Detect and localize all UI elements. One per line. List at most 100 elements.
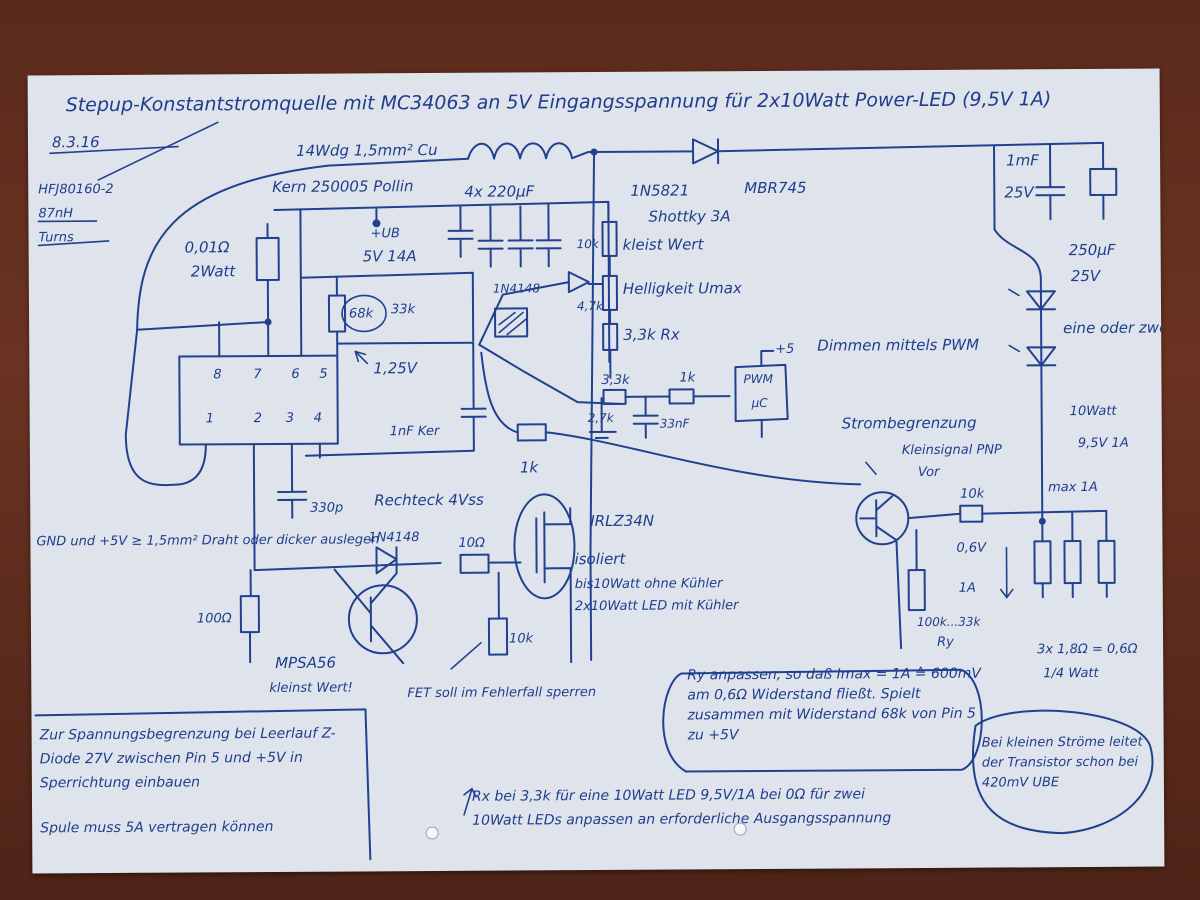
trimmer-box xyxy=(494,307,529,338)
note-box-zener xyxy=(34,708,372,861)
wire-to-pnp xyxy=(544,431,862,486)
label-mosfet: IRLZ34N xyxy=(590,512,654,530)
label-vref: 1,25V xyxy=(373,359,419,377)
resistor-10k-pnp xyxy=(959,504,984,523)
note-rx: Rx bei 3,3k für eine 10Watt LED 9,5V/1A … xyxy=(471,786,892,829)
input-cap-2 xyxy=(477,205,504,268)
label-no-heatsink: bis10Watt ohne Kühler xyxy=(575,576,725,592)
sense-wires-top xyxy=(1041,509,1108,543)
label-turns: Turns xyxy=(39,230,75,245)
label-core-source: Kern 250005 Pollin xyxy=(272,177,413,196)
label-al-value: 87nH xyxy=(38,206,73,221)
wire-pin8-pin7 xyxy=(136,321,270,358)
diode-1n5821 xyxy=(691,138,720,165)
input-cap-3 xyxy=(507,205,534,268)
label-out-cap2: 250µF xyxy=(1069,241,1116,259)
note-box-ry xyxy=(662,668,983,773)
cap-33nf xyxy=(632,395,659,439)
label-a1: 1A xyxy=(959,581,976,596)
node-ub xyxy=(372,219,381,228)
label-r47k: 4,7k xyxy=(577,299,604,313)
label-mpsa-note: kleinst Wert! xyxy=(269,680,353,696)
label-pnp-sub: Vor xyxy=(918,465,941,480)
label-out-cap1-v: 25V xyxy=(1004,183,1035,201)
label-pnp: Kleinsignal PNP xyxy=(902,443,1002,459)
ic-mc34063 xyxy=(178,354,339,446)
label-r1k-gate: 1k xyxy=(520,458,540,476)
label-supply: +UB xyxy=(371,226,400,241)
note-stroke xyxy=(97,121,219,181)
label-r100: 100Ω xyxy=(197,611,232,626)
input-capacitor-bank xyxy=(447,203,562,268)
label-r10k-gate: 10k xyxy=(509,631,534,646)
node-pin7 xyxy=(264,318,272,326)
note-temp: Bei kleinen Ströme leitet der Transistor… xyxy=(981,734,1143,791)
label-rtrim: 100k...33k xyxy=(917,615,982,629)
resistor-ry xyxy=(907,568,926,612)
ic-pin-1: 1 xyxy=(206,411,214,426)
label-diode-alt: MBR745 xyxy=(744,179,806,197)
ic-pin-labels: 8 7 6 5 1 2 3 4 xyxy=(206,367,328,427)
coil-inductor xyxy=(467,142,574,160)
note-zener: Zur Spannungsbegrenzung bei Leerlauf Z-D… xyxy=(39,725,336,792)
label-r27k: 2,7k xyxy=(588,411,615,425)
label-plus5: +5 xyxy=(775,342,794,357)
resistor-10k-gate xyxy=(487,617,509,656)
sense-resistors xyxy=(1033,509,1116,599)
label-dimming: Dimmen mittels PWM xyxy=(817,336,979,355)
diode-1n4148-fb xyxy=(567,271,604,294)
label-r10k-note: kleist Wert xyxy=(623,235,705,254)
paper-sheet: Stepup-Konstantstromquelle mit MC34063 a… xyxy=(27,68,1165,874)
wire-sense-rail xyxy=(981,509,1108,515)
mosfet-irlz34n xyxy=(535,507,573,664)
sense-wires-bottom xyxy=(1041,581,1108,599)
label-out-cap2-v: 25V xyxy=(1071,267,1102,285)
trimmer-hatch xyxy=(498,311,528,336)
label-uc: µC xyxy=(751,396,769,410)
resistor-2k7-ground xyxy=(588,396,617,440)
note-ry-wrap: Ry anpassen, so daß Imax = 1A ≙ 600mV am… xyxy=(687,665,982,744)
wire-output-rail xyxy=(717,141,1105,153)
label-led-v: 9,5V 1A xyxy=(1078,436,1129,451)
sheet-title: Stepup-Konstantstromquelle mit MC34063 a… xyxy=(66,88,1052,116)
note-rx-arrow xyxy=(463,787,477,816)
resistor-1k-gate xyxy=(516,423,547,442)
label-input-caps: 4x 220µF xyxy=(464,182,534,200)
resistor-1k-pwm xyxy=(668,388,695,405)
ic-pin-2: 2 xyxy=(254,411,262,426)
cap-1nf xyxy=(304,341,487,457)
label-diode-1n4148: 1N4148 xyxy=(493,281,541,295)
wire-switch-drain xyxy=(589,151,596,662)
wire-coil-to-diode xyxy=(571,150,695,160)
current-arrow xyxy=(999,546,1014,599)
note-coil: Spule muss 5A vertragen können xyxy=(40,818,274,837)
label-max-current: max 1A xyxy=(1048,480,1098,495)
sense-resistor-1 xyxy=(1033,540,1052,585)
core-underlines xyxy=(37,220,110,247)
note-ry: Ry anpassen, so daß Imax = 1A ≙ 600mV am… xyxy=(687,665,982,744)
label-with-heatsink: 2x10Watt LED mit Kühler xyxy=(575,598,740,614)
wire-led-chain xyxy=(993,144,1044,523)
note-coil-wrap: Spule muss 5A vertragen können xyxy=(40,818,274,837)
shunt-resistor xyxy=(255,236,280,282)
label-diode-gate: 1N4148 xyxy=(368,530,419,545)
wire-shunt xyxy=(266,223,270,324)
fet-note-pointer xyxy=(450,641,482,670)
punch-hole-right xyxy=(733,822,747,836)
cap-1mf xyxy=(1035,144,1066,221)
power-led-2 xyxy=(1026,346,1057,367)
label-sense-power: 1/4 Watt xyxy=(1043,666,1099,681)
label-out-cap1: 1mF xyxy=(1006,151,1039,169)
label-square: Rechteck 4Vss xyxy=(374,491,484,510)
label-core-type: HFJ80160-2 xyxy=(38,182,113,197)
wire-pin2-emitter xyxy=(252,443,442,572)
label-rx: 3,3k Rx xyxy=(623,325,680,343)
label-c33nf: 33nF xyxy=(660,416,691,430)
label-current-limit: Strombegrenzung xyxy=(842,414,977,433)
hatched-trimmer xyxy=(494,307,529,338)
date-underline xyxy=(49,145,179,155)
wire-ub-rail xyxy=(273,200,611,363)
ic-pin-3: 3 xyxy=(286,411,294,426)
transistor-mpsa56-leads xyxy=(333,568,405,665)
label-r10k-top: 10k xyxy=(577,237,600,251)
